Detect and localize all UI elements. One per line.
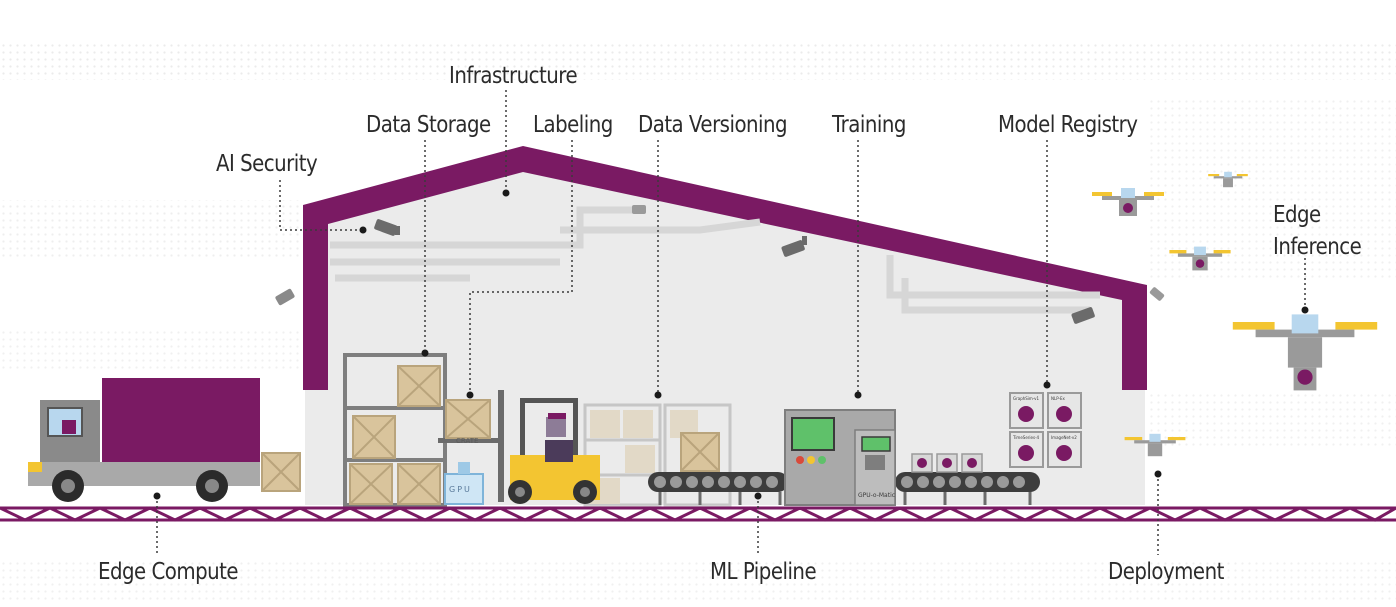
label-data-storage: Data Storage xyxy=(366,112,491,138)
leader-lines xyxy=(156,90,1306,555)
gpu-tank xyxy=(444,462,484,505)
label-data-versioning: Data Versioning xyxy=(638,112,788,138)
conveyor-belt xyxy=(648,432,1040,505)
label-edge-inference-line1: Edge xyxy=(1273,202,1321,228)
leader-dots xyxy=(153,189,1309,500)
label-edge-compute: Edge Compute xyxy=(98,559,239,585)
label-ai-security: AI Security xyxy=(216,151,318,177)
label-deployment: Deployment xyxy=(1108,559,1224,585)
dotted-background xyxy=(0,40,1396,600)
label-ml-pipeline: ML Pipeline xyxy=(710,559,817,585)
faded-shelves xyxy=(583,403,732,507)
model-name: ImageNet-v2 xyxy=(1051,435,1077,440)
drone-icon xyxy=(1092,171,1378,457)
storage-shelves xyxy=(343,353,447,507)
security-camera-icon xyxy=(275,205,1165,324)
label-model-registry: Model Registry xyxy=(998,112,1138,138)
model-name: TimeSeries-4 xyxy=(1012,435,1040,440)
gpu-text: GPU xyxy=(449,485,472,494)
label-infrastructure: Infrastructure xyxy=(449,63,578,89)
model-name: NLP-Ex xyxy=(1051,396,1066,401)
forklift xyxy=(438,390,600,504)
label-edge-inference-line2: Inference xyxy=(1273,234,1362,260)
model-registry-boards xyxy=(1009,392,1082,468)
warehouse-building xyxy=(303,146,1147,505)
ground-truss xyxy=(0,506,1396,522)
training-machine xyxy=(784,409,896,506)
truck xyxy=(28,378,301,502)
label-labeling: Labeling xyxy=(533,112,613,138)
label-training: Training xyxy=(832,112,906,138)
machine-text: GPU-o-Matic xyxy=(858,492,895,499)
crate-text: CRATE xyxy=(456,437,478,445)
model-name: GraphSim-v1 xyxy=(1013,396,1040,401)
